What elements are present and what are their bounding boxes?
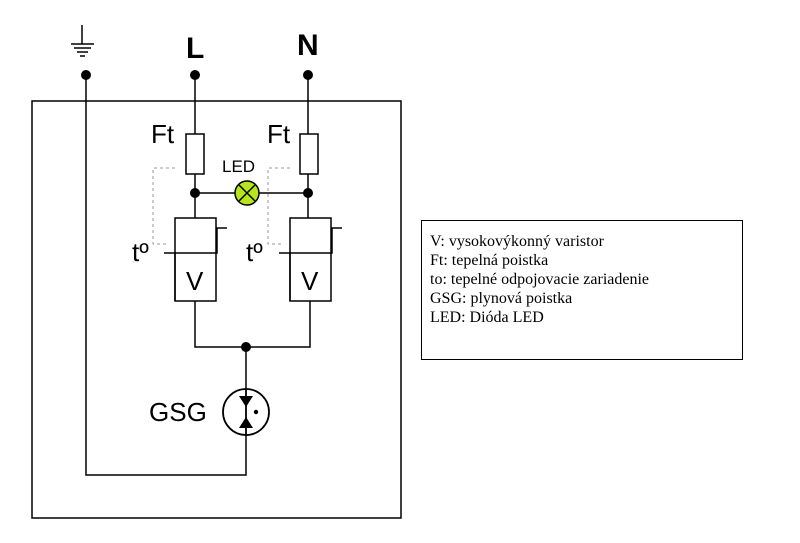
led-lamp-icon [234, 180, 260, 206]
thermal-label-left: tº [132, 237, 149, 267]
legend-box: V: vysokovýkonný varistor Ft: tepelná po… [421, 220, 743, 360]
fuse-label-right: Ft [267, 119, 291, 149]
enclosure-box [31, 100, 402, 519]
fuse-left [185, 133, 205, 175]
terminal-label-neutral: N [297, 29, 319, 62]
thermal-label-right: tº [246, 237, 263, 267]
junction-dots [81, 70, 313, 352]
varistor-left [164, 217, 227, 302]
varistor-label-right: V [301, 266, 319, 296]
legend-item: Ft: tepelná poistka [430, 252, 549, 269]
varistor-label-left: V [186, 266, 204, 296]
wires [85, 75, 311, 476]
fuse-label-left: Ft [151, 119, 175, 149]
gas-discharge-tube-icon [222, 388, 270, 436]
led-label: LED [222, 157, 255, 176]
legend-item: LED: Dióda LED [430, 309, 544, 326]
varistor-right [279, 217, 342, 302]
legend-item: V: vysokovýkonný varistor [430, 233, 604, 250]
gas-arrester-label: GSG [149, 397, 207, 427]
thermal-link-dotted [152, 167, 290, 245]
fuse-right [299, 133, 319, 175]
legend-item: to: tepelné odpojovacie zariadenie [430, 271, 650, 288]
legend-item: GSG: plynová poistka [430, 290, 573, 307]
terminal-label-line: L [186, 32, 204, 65]
ground-icon [71, 25, 94, 57]
